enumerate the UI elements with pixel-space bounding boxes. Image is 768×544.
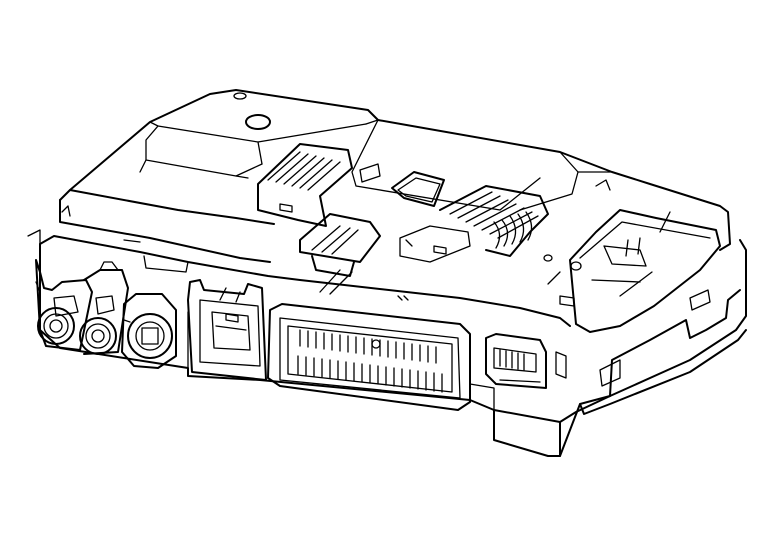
vent-grille-right [439,185,549,257]
small-rectangular-connector [187,279,267,381]
left-flange [27,205,189,273]
coaxial-connector-right [79,261,129,355]
main-multipin-connector [267,295,471,411]
vent-grille-left [257,143,353,227]
center-latch [299,213,471,295]
coaxial-connector-left [35,259,93,351]
housing [39,235,747,457]
round-connector [121,293,177,369]
mounting-hole [233,92,271,130]
label-area [359,163,445,207]
side-clip-connector [485,333,567,389]
mounting-bracket-right [543,179,721,387]
connector-pin-row-bottom [297,355,443,393]
top-cover [59,89,731,263]
